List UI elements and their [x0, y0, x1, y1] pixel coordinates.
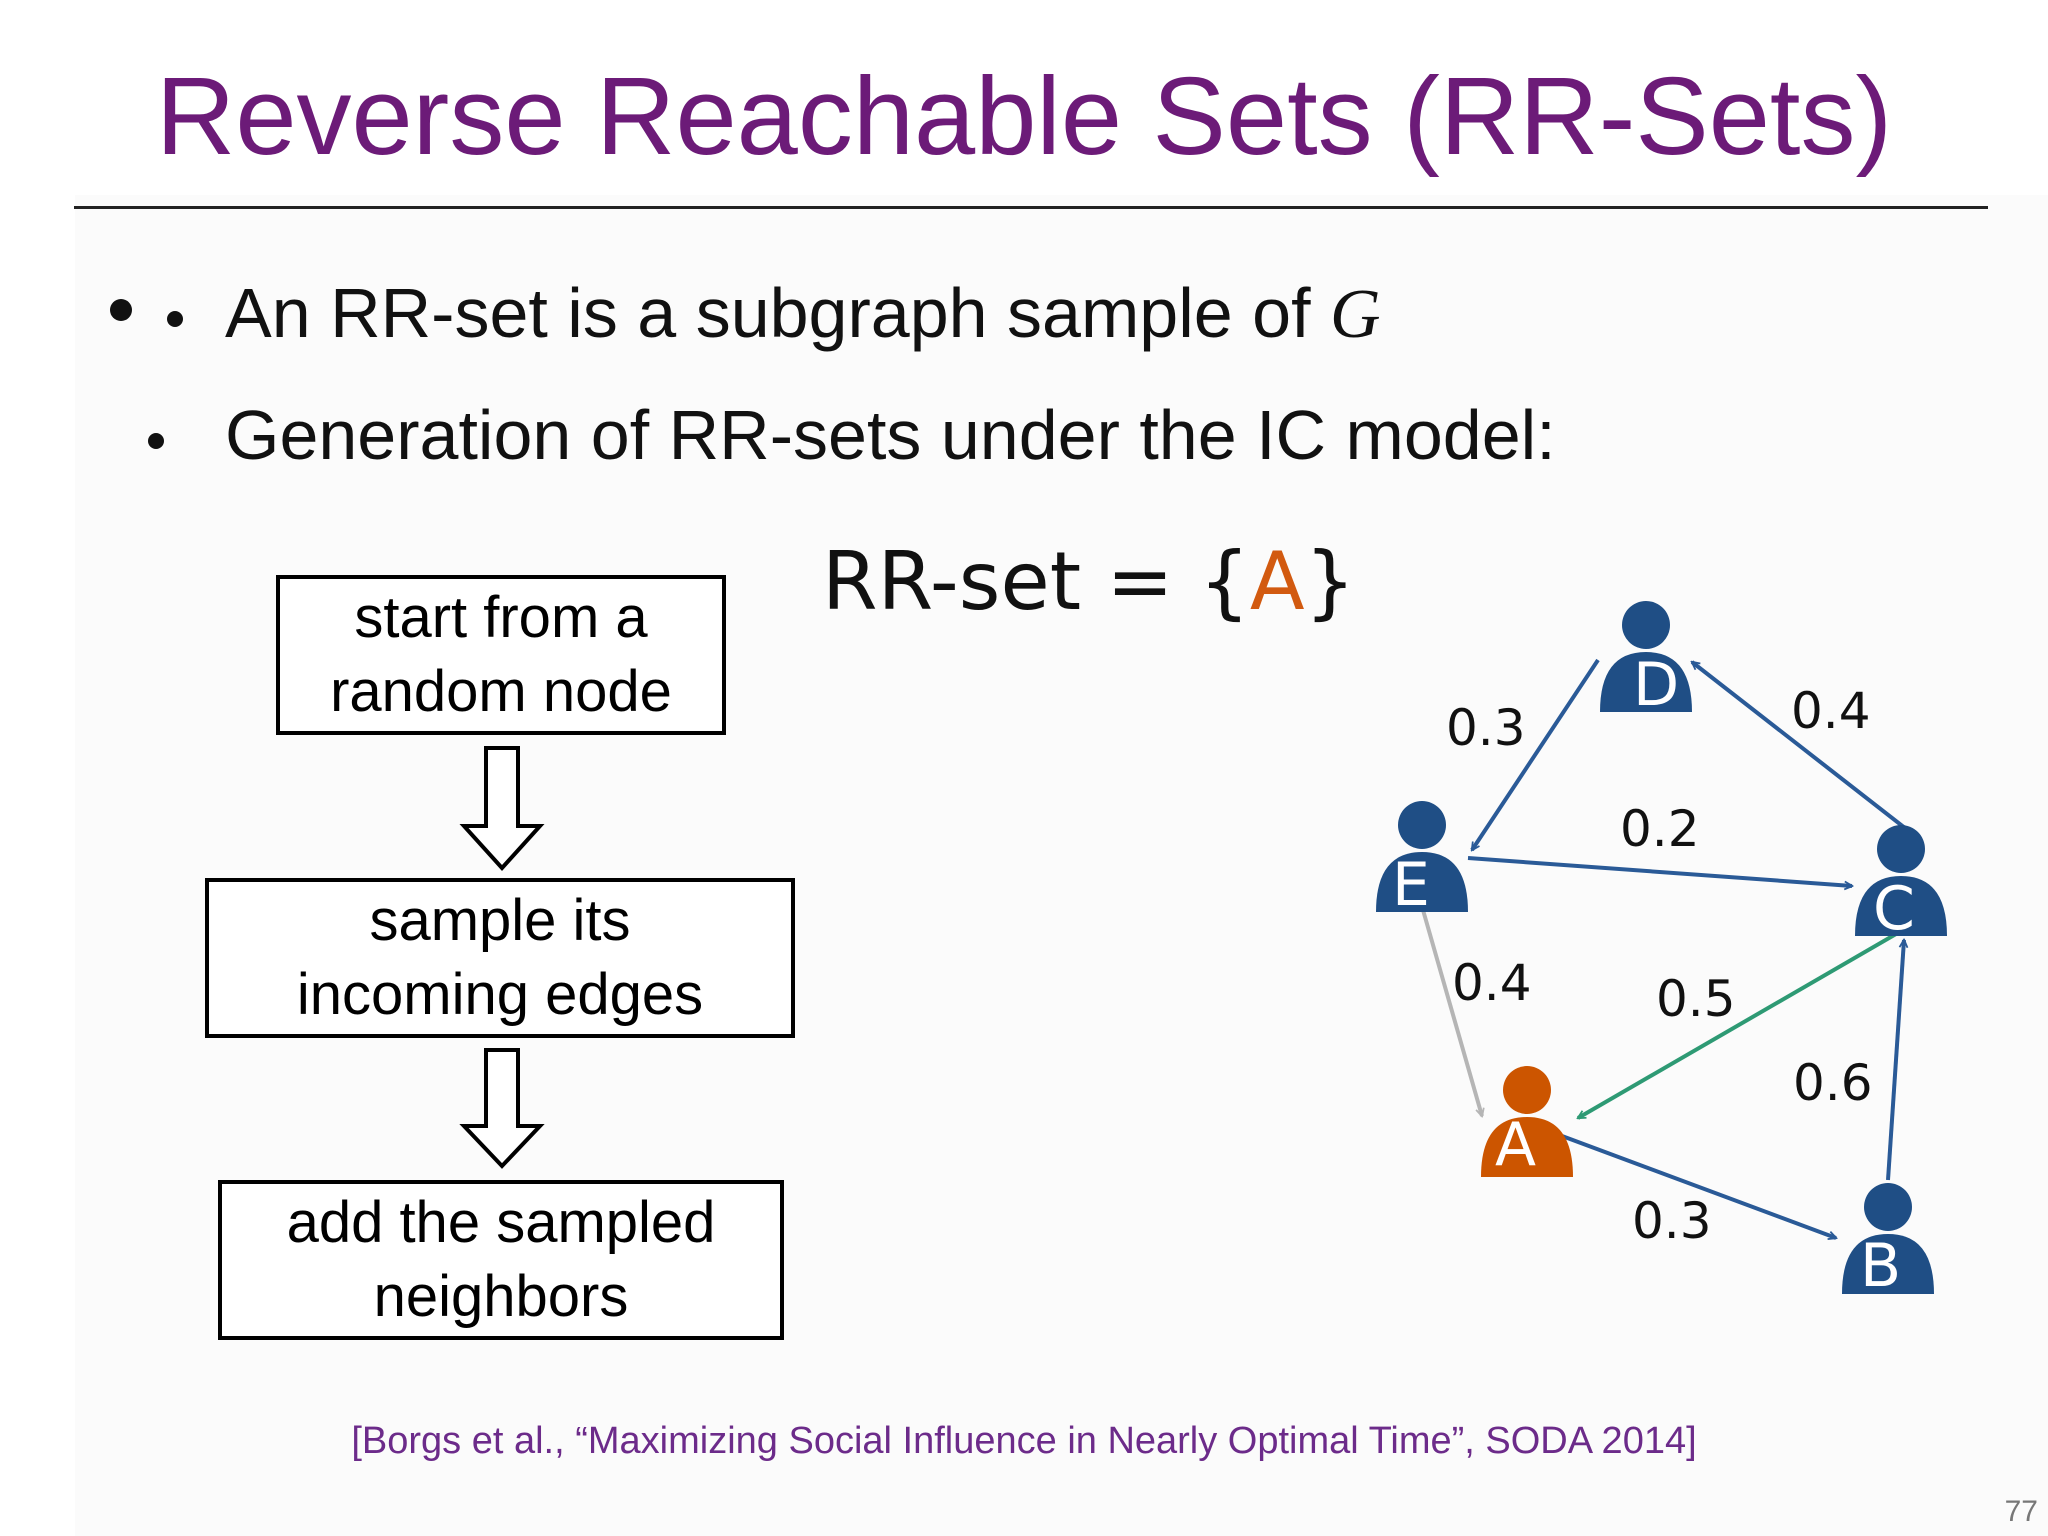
title-divider: [74, 206, 1988, 209]
bullet-1-text: An RR-set is a subgraph sample of: [225, 274, 1330, 352]
edge-weight-c-a: 0.5: [1656, 970, 1736, 1028]
flow-step-start: start from a random node: [276, 575, 726, 735]
flow-step-add-line1: add the sampled: [286, 1190, 716, 1255]
node-e: E: [1376, 801, 1468, 920]
node-a: A: [1481, 1066, 1573, 1180]
node-a-label: A: [1495, 1110, 1536, 1180]
rr-set-prefix: RR-set = {: [822, 535, 1250, 628]
edge-c-to-a: [1578, 932, 1898, 1120]
flow-step-add-text: add the sampled neighbors: [287, 1186, 716, 1334]
person-icon: [1842, 1183, 1934, 1294]
edge-weight-e-a: 0.4: [1452, 954, 1532, 1012]
bullet-dot-icon: [148, 432, 164, 449]
edge-weight-labels: 0.3 0.4 0.2 0.4 0.5 0.6 0.3: [1446, 682, 1873, 1250]
edge-a-to-b: [1561, 1134, 1836, 1238]
rr-set-suffix: }: [1304, 535, 1356, 628]
person-icon: [1376, 801, 1468, 912]
node-d-label: D: [1633, 650, 1679, 720]
flow-step-sample-line2: incoming edges: [296, 962, 704, 1027]
slide-title: Reverse Reachable Sets (RR-Sets): [155, 55, 1893, 178]
person-icon: [1600, 601, 1692, 712]
node-b-label: B: [1860, 1231, 1901, 1301]
node-b: B: [1842, 1183, 1934, 1301]
edge-weight-b-c: 0.6: [1793, 1054, 1873, 1112]
flow-step-sample-line1: sample its: [369, 888, 631, 953]
bullet-2-text: Generation of RR-sets under the IC model…: [225, 396, 1556, 474]
flow-step-sample-text: sample its incoming edges: [297, 884, 703, 1032]
citation: [Borgs et al., “Maximizing Social Influe…: [351, 1420, 1697, 1462]
bullet-dot-icon: [110, 298, 132, 321]
flow-step-start-text: start from a random node: [330, 581, 672, 729]
flow-step-add: add the sampled neighbors: [218, 1180, 784, 1340]
edge-weight-e-c: 0.2: [1620, 800, 1700, 858]
graph-edges: [1421, 658, 1907, 1238]
graph-symbol-g: G: [1329, 276, 1381, 353]
flow-step-add-line2: neighbors: [373, 1264, 629, 1329]
node-c: C: [1855, 825, 1947, 944]
bullet-1-text-wrap: An RR-set is a subgraph sample of G: [225, 268, 1381, 360]
edge-e-to-a: [1421, 909, 1482, 1116]
edge-weight-c-d: 0.4: [1791, 682, 1871, 740]
flow-step-sample: sample its incoming edges: [205, 878, 795, 1038]
page-number: 77: [2004, 1495, 2038, 1528]
bullet-dot-icon: [167, 310, 184, 327]
edge-c-to-d: [1692, 660, 1907, 830]
flow-step-start-line2: random node: [330, 659, 672, 724]
flow-step-start-line1: start from a: [354, 585, 648, 650]
person-icon: [1481, 1066, 1573, 1177]
rr-set-label: RR-set = {A}: [822, 535, 1356, 628]
edge-weight-a-b: 0.3: [1632, 1192, 1712, 1250]
edge-e-to-c: [1467, 856, 1852, 886]
node-c-label: C: [1873, 874, 1915, 944]
rr-set-member: A: [1249, 535, 1305, 628]
edge-weight-d-e: 0.3: [1446, 699, 1526, 757]
node-e-label: E: [1392, 850, 1430, 920]
edge-d-to-e: [1470, 658, 1600, 850]
flow-arrow-down-icon: [459, 1048, 545, 1169]
edge-b-to-c: [1886, 940, 1904, 1181]
node-d: D: [1600, 601, 1692, 720]
person-icon: [1855, 825, 1947, 936]
bullet-2: Generation of RR-sets under the IC model…: [148, 390, 1556, 480]
bullet-1: An RR-set is a subgraph sample of G: [110, 268, 1381, 358]
flow-arrow-down-icon: [459, 746, 545, 871]
